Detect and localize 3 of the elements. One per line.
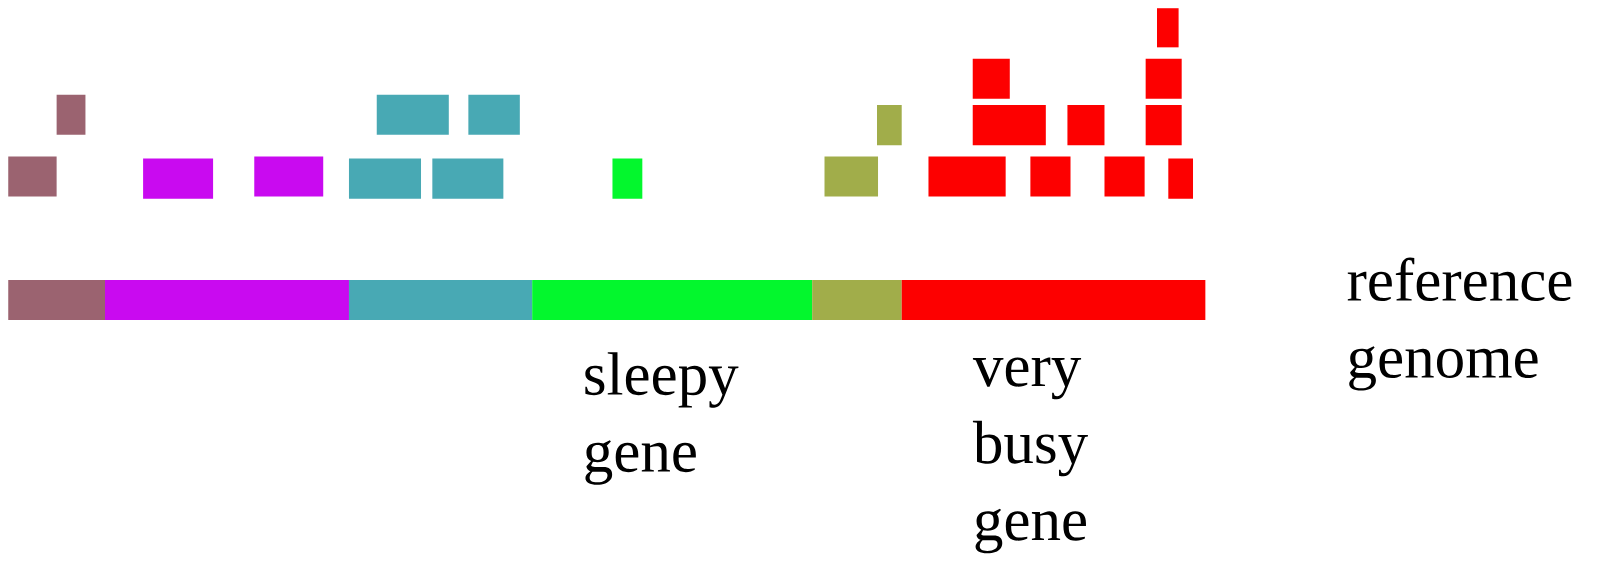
gene-label: reference genome: [1347, 257, 1572, 391]
gene-label: sleepy gene: [585, 352, 739, 485]
gene-label: very busy gene: [972, 357, 1088, 554]
